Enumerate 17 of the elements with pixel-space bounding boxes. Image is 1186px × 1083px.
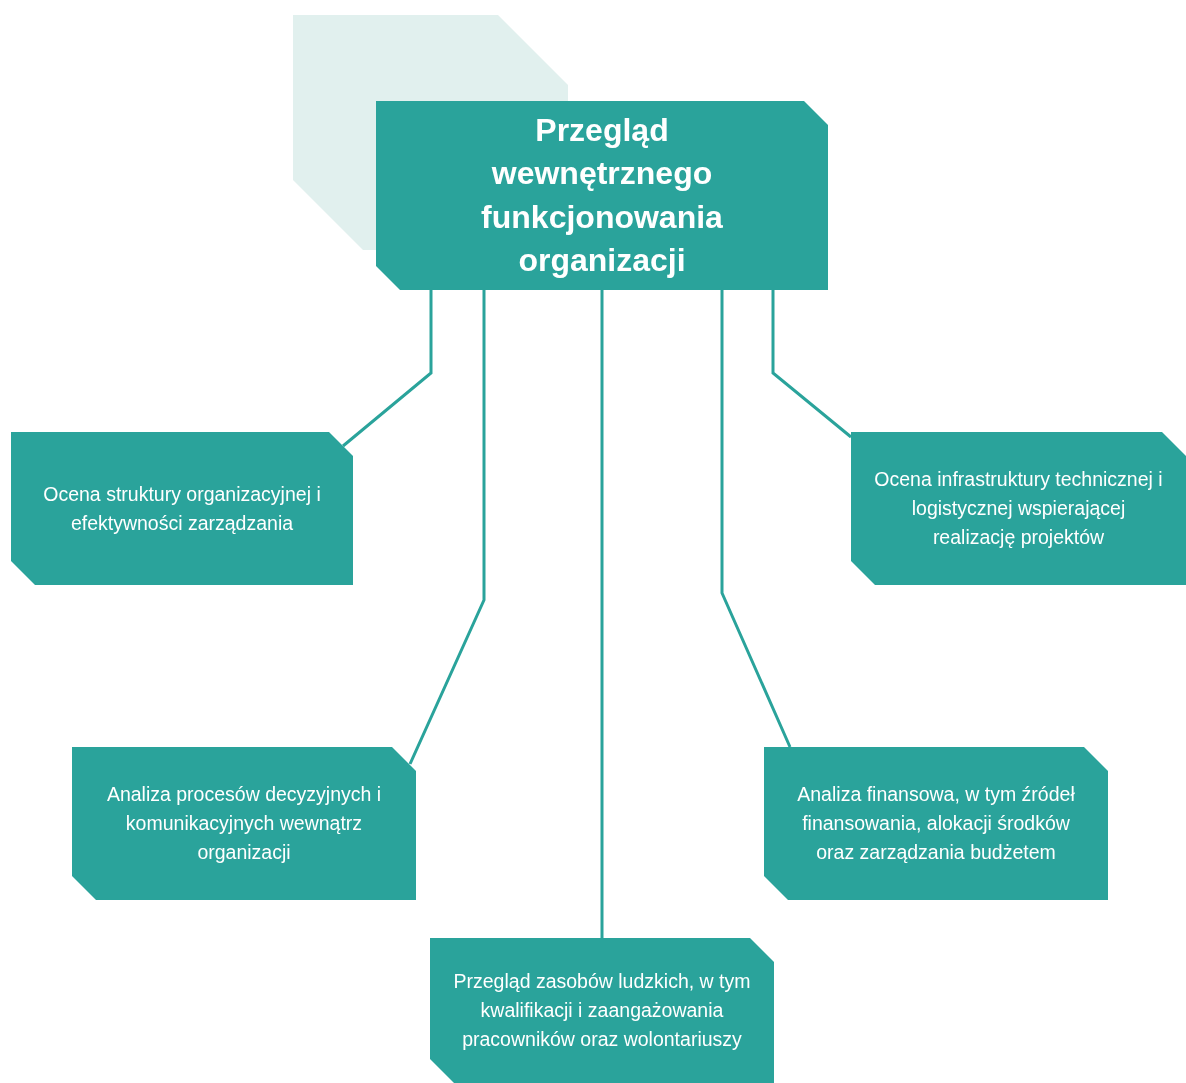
topic-text: Analiza procesów decyzyjnych i komunikacyjnych wewnątrz organizacji — [105, 782, 383, 865]
topic-text: Przegląd zasobów ludzkich, w tym kwalifikacji i zaangażowania pracowników oraz wolontariuszy — [452, 969, 752, 1052]
topic-box — [851, 432, 1186, 585]
topic-text: Analiza finansowa, w tym źródeł finansowania, alokacji środków oraz zarządzania budżetem — [796, 782, 1076, 865]
main-topic-box — [376, 101, 828, 290]
topic-box — [764, 747, 1108, 900]
connector-line — [408, 290, 486, 765]
connector-line — [342, 290, 433, 448]
topic-text: Ocena infrastruktury technicznej i logistycznej wspierającej realizację projektów — [873, 467, 1164, 550]
topic-text: Ocena struktury organizacyjnej i efektywności zarządzania — [42, 481, 322, 536]
topic-box — [11, 432, 353, 585]
topic-box — [430, 938, 774, 1083]
connector-line — [771, 290, 852, 439]
connector-line — [720, 290, 792, 748]
connector-line — [600, 290, 604, 938]
heading-text: Przegląd wewnętrznego funkcjonowania organizacji — [480, 111, 724, 280]
topic-box — [72, 747, 416, 900]
